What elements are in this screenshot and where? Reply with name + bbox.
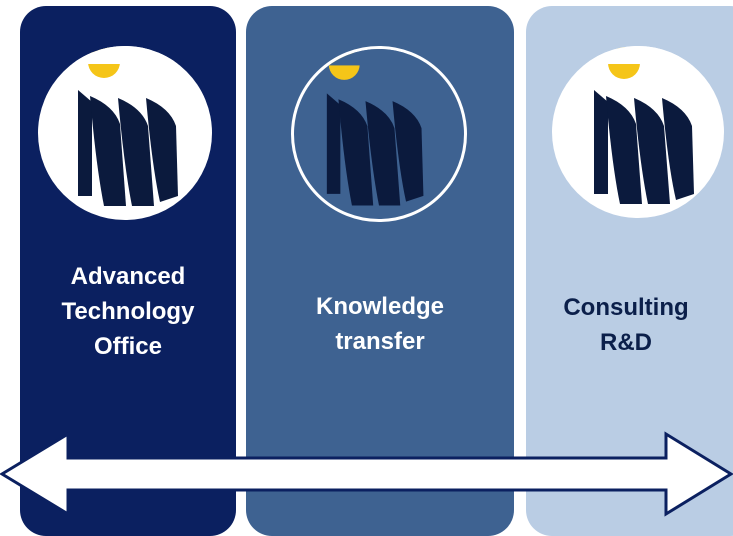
logo-emblem	[552, 46, 724, 218]
label-line: R&D	[600, 329, 652, 356]
label-line: Office	[93, 333, 162, 360]
panel-label: Advanced Technology Office	[20, 259, 236, 364]
logo-emblem	[38, 46, 212, 220]
label-line: Advanced	[70, 263, 186, 290]
label-line: transfer	[335, 328, 425, 355]
panel-advanced-technology-office: Advanced Technology Office	[20, 6, 236, 536]
three-pillars-sun-logo-icon	[552, 46, 724, 204]
panel-label: Knowledge transfer	[246, 289, 514, 359]
three-pillars-sun-logo-icon	[38, 46, 212, 206]
logo-emblem	[291, 46, 467, 222]
three-pillars-sun-logo-icon	[294, 49, 464, 206]
panel-knowledge-transfer: Knowledge transfer	[246, 6, 514, 536]
label-line: Consulting	[563, 294, 689, 321]
label-line: Technology	[61, 298, 195, 325]
label-line: Knowledge	[315, 293, 444, 320]
panel-consulting-rd: Consulting R&D	[526, 6, 733, 536]
panel-label: Consulting R&D	[526, 290, 726, 360]
double-headed-arrow-icon	[0, 431, 733, 517]
